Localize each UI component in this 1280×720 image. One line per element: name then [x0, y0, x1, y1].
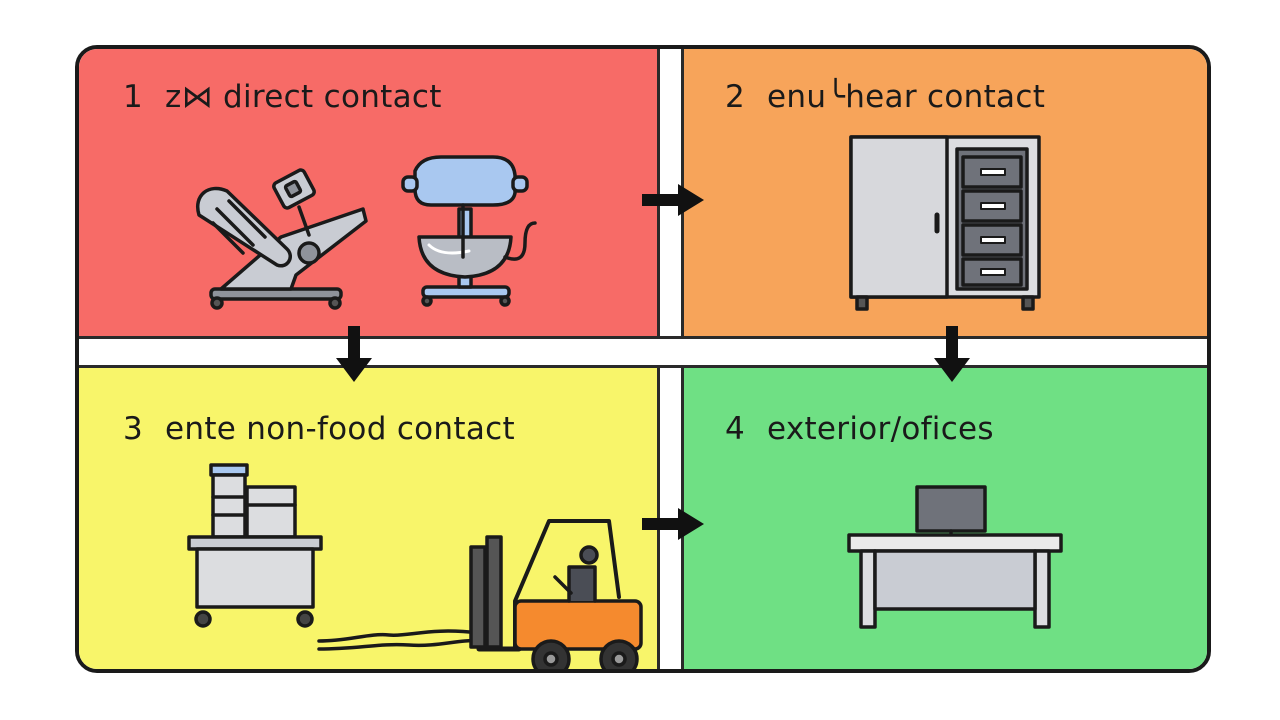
arrow-down-icon [934, 326, 970, 382]
zone-diagram: 1 z⋈ direct contact [75, 45, 1211, 673]
zone-4-panel: 4 exterior/ofices [683, 367, 1207, 669]
arrow-right-icon [642, 508, 704, 540]
meat-slicer-icon [195, 168, 368, 310]
stand-mixer-icon [401, 155, 537, 307]
zone-1-label: 1 z⋈ direct contact [123, 79, 442, 115]
zone-4-label: 4 exterior/ofices [725, 411, 994, 447]
zone-4-title: exterior/ofices [767, 411, 994, 447]
zone-3-panel: 3 ente non-food contact [79, 367, 658, 669]
zone-4-number: 4 [725, 411, 746, 447]
office-desk-icon [847, 485, 1063, 629]
zone-1-number: 1 [123, 79, 144, 115]
zone-1-title: z⋈ direct contact [165, 79, 442, 115]
zone-3-number: 3 [123, 411, 144, 447]
zone-2-label: 2 enu╰hear contact [725, 79, 1045, 115]
arrow-right-icon [642, 184, 704, 216]
zone-3-label: 3 ente non-food contact [123, 411, 515, 447]
zone-3-title: ente non-food contact [165, 411, 515, 447]
zone-1-panel: 1 z⋈ direct contact [79, 49, 658, 337]
storage-cabinet-icon [849, 135, 1041, 311]
forklift-icon [317, 519, 643, 669]
arrow-down-icon [336, 326, 372, 382]
zone-2-title: enu╰hear contact [767, 79, 1046, 115]
zone-2-panel: 2 enu╰hear contact [683, 49, 1207, 337]
zone-2-number: 2 [725, 79, 746, 115]
prep-cart-icon [187, 463, 323, 628]
horizontal-divider [79, 336, 1207, 368]
